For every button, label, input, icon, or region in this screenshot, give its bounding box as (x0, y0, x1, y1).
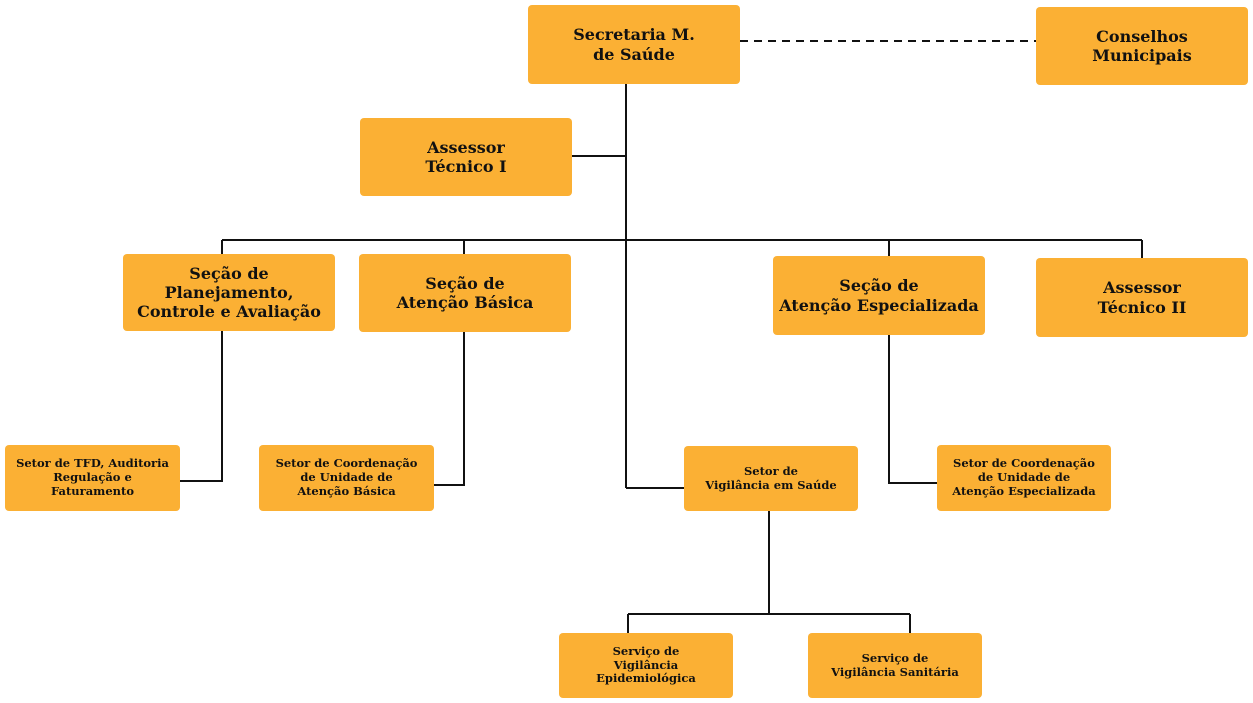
node-secao-atencao-especializada: Seção de Atenção Especializada (773, 256, 985, 335)
link-especializada-coord (888, 335, 937, 484)
node-conselhos-municipais: Conselhos Municipais (1036, 7, 1248, 85)
node-secao-atencao-basica: Seção de Atenção Básica (359, 254, 571, 332)
link-planejamento-tfd (180, 331, 223, 482)
node-setor-coord-especializada: Setor de Coordenação de Unidade de Atenç… (937, 445, 1111, 511)
node-secretaria: Secretaria M. de Saúde (528, 5, 740, 84)
node-assessor-tecnico-2: Assessor Técnico II (1036, 258, 1248, 337)
node-setor-coord-basica: Setor de Coordenação de Unidade de Atenç… (259, 445, 434, 511)
node-assessor-tecnico-1: Assessor Técnico I (360, 118, 572, 196)
node-setor-vigilancia: Setor de Vigilância em Saúde (684, 446, 858, 511)
node-setor-tfd: Setor de TFD, Auditoria Regulação e Fatu… (5, 445, 180, 511)
link-basica-coord (434, 332, 465, 486)
node-servico-epidemiologica: Serviço de Vigilância Epidemiológica (559, 633, 733, 698)
node-secao-planejamento: Seção de Planejamento, Controle e Avalia… (123, 254, 335, 331)
node-servico-sanitaria: Serviço de Vigilância Sanitária (808, 633, 982, 698)
